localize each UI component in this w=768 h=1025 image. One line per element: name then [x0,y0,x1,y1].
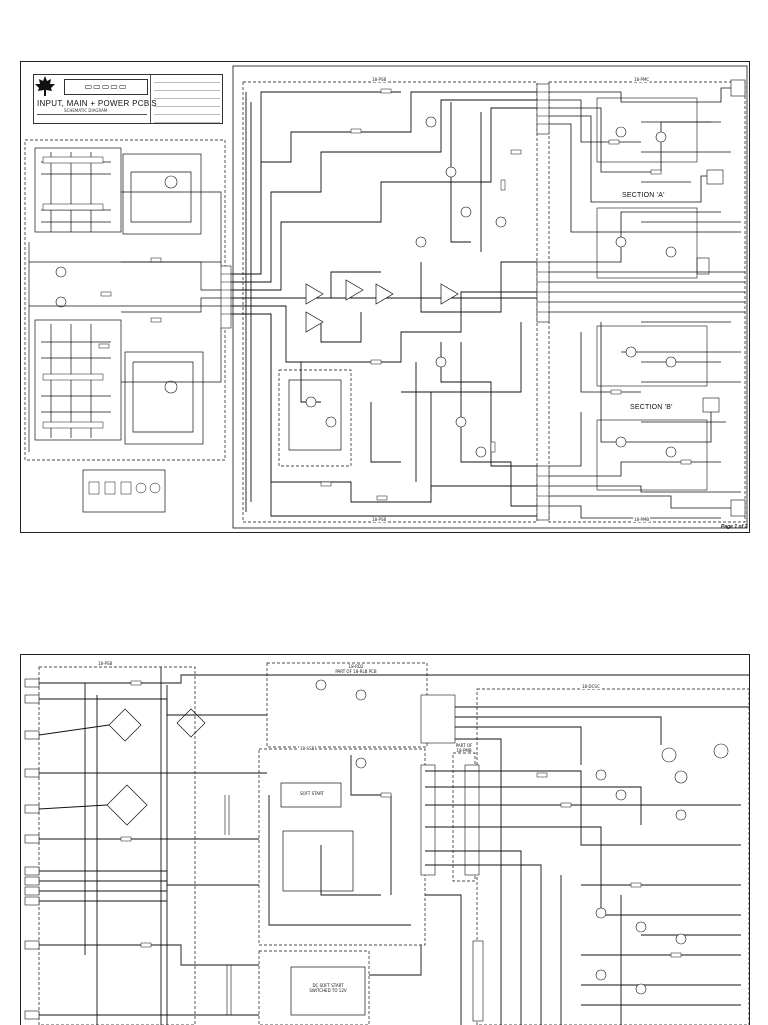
pcb-label-mid: 18-SSB [299,746,316,751]
schematic-sheet-1: ▭▭▭▭▭ INPUT, MAIN + POWER PCB'S SCHEMATI… [20,61,750,533]
section-b-label: SECTION 'B' [629,404,674,411]
section-a-label: SECTION 'A' [621,192,666,199]
sheet-2-wiring [24,662,749,1025]
pcb-label-bottom-left: 18-PSB [371,517,388,522]
brand-logo: ▭▭▭▭▭ [64,79,148,95]
sheet-1-wiring [24,65,748,529]
pcb-label-top-left: 18-PSB [371,77,388,82]
schematic-title: INPUT, MAIN + POWER PCB'S [37,99,157,108]
pcb-label-upper: 18-RD2 PART OF 18-RLB PCB [301,664,411,674]
pcb-label-upper-title: 18-RD2 [348,664,364,669]
part-of-label: PART OF 18-PMB [451,743,477,753]
pcb-label-left: 18-PSB [97,661,114,666]
part-of-sub: 18-PMB [456,748,472,753]
part-of-title: PART OF [455,743,473,748]
dc-soft-start-title: DC SOFT START [312,983,344,988]
pcb-label-top-right: 18-PMC [633,77,651,82]
page-number: Page 1 of 2 [721,524,748,530]
pcb-label-bottom-right: 18-PMB [633,517,651,522]
pcb-label-upper-sub: PART OF 18-RLB PCB [335,669,377,674]
title-block-row [37,114,147,122]
dc-soft-start-label: DC SOFT START SWITCHED TO 12V [291,983,365,993]
soft-start-label: SOFT START [300,791,324,796]
schematic-sheet-2: 18-PSB 18-RD2 PART OF 18-RLB PCB 18-SSB … [20,654,750,1025]
pcb-label-right: 18-DCSC [581,684,601,689]
title-block-notes [150,75,223,123]
schematic-subtitle: SCHEMATIC DIAGRAM [64,108,108,113]
title-block: ▭▭▭▭▭ INPUT, MAIN + POWER PCB'S SCHEMATI… [33,74,223,124]
maple-leaf-icon [35,76,55,96]
dc-soft-start-sub: SWITCHED TO 12V [309,988,347,993]
